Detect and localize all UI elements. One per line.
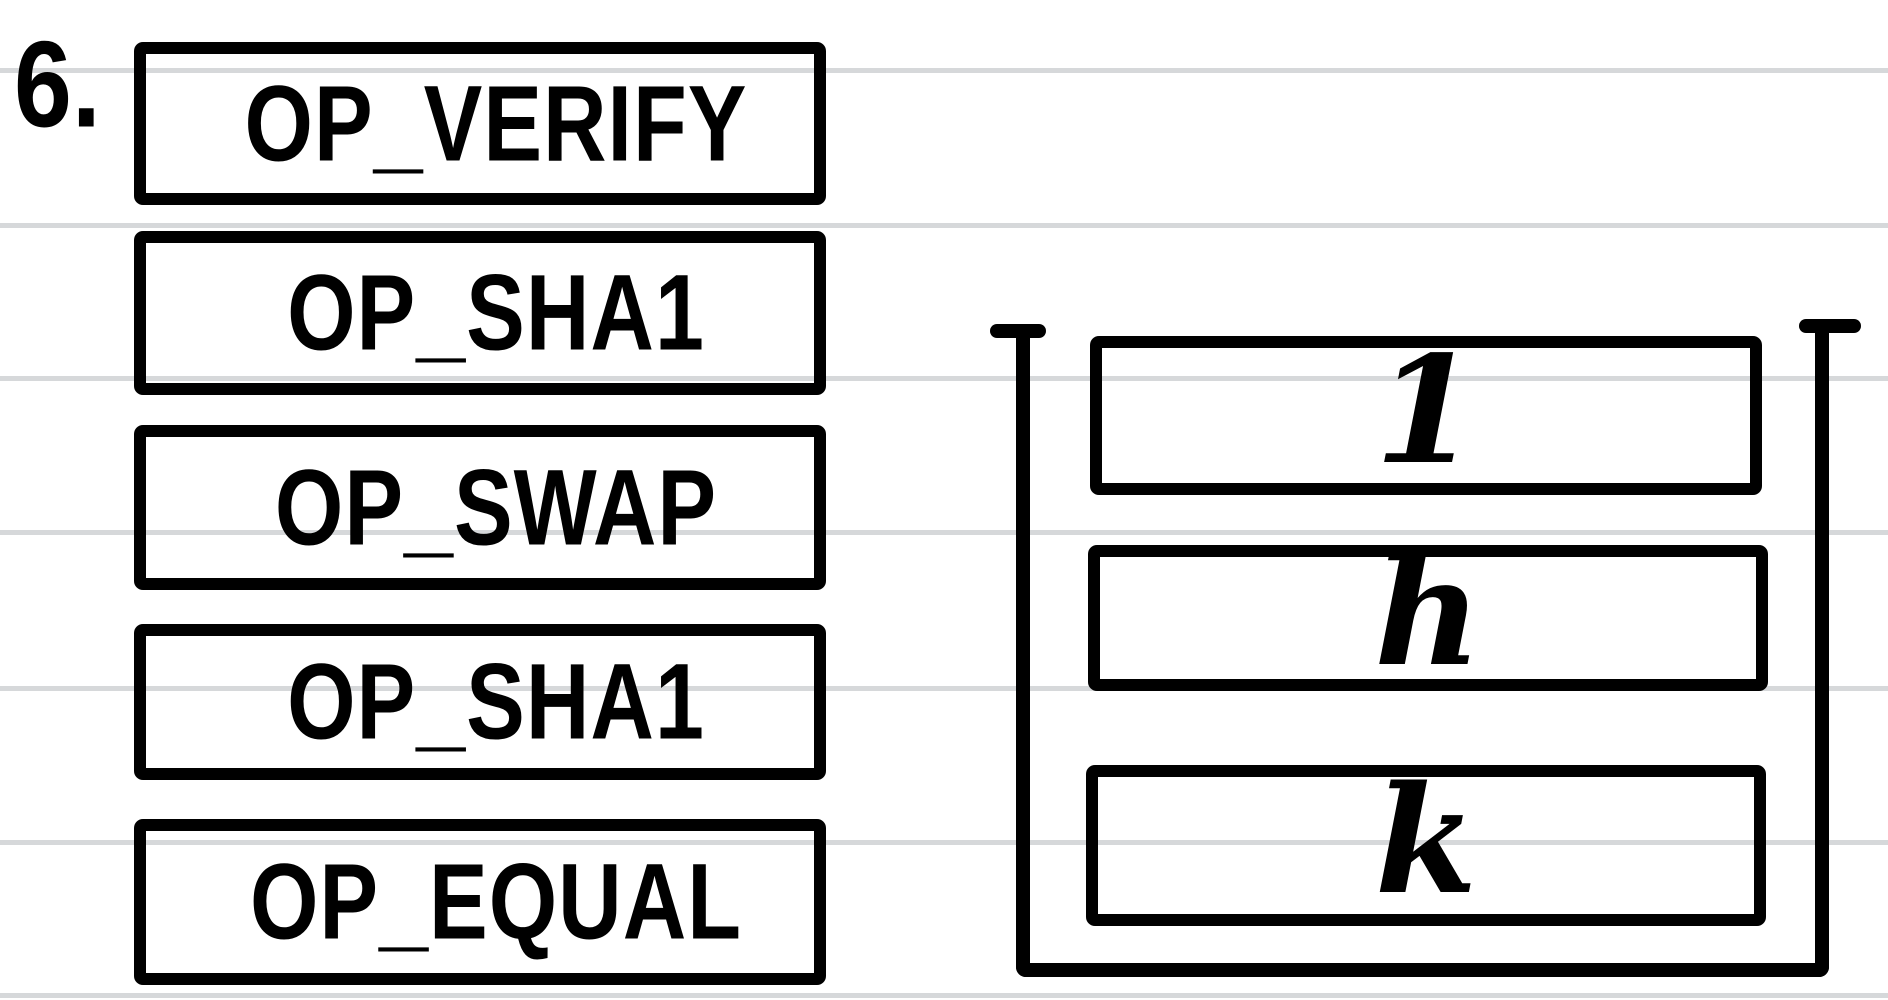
opcode-label: OP_VERIFY — [244, 62, 748, 184]
ruled-line — [0, 840, 1888, 845]
opcode-label: OP_SWAP — [274, 446, 718, 568]
opcode-box: OP_SHA1 — [134, 624, 826, 780]
ruled-line — [0, 376, 1888, 381]
stack-item-label: 1 — [1374, 322, 1478, 497]
ruled-line — [0, 223, 1888, 228]
stack-item-box: h — [1088, 538, 1768, 691]
opcode-box: OP_VERIFY — [134, 42, 826, 205]
opcode-box: OP_SWAP — [134, 425, 826, 590]
opcode-box: OP_EQUAL — [134, 819, 826, 985]
ruled-line — [0, 993, 1888, 998]
step-number: 6. — [14, 16, 101, 154]
stack-item-label: k — [1374, 752, 1478, 927]
ruled-line — [0, 530, 1888, 535]
stack-item-box: 1 — [1090, 336, 1762, 495]
stack-bracket — [990, 319, 1861, 977]
stack-bracket-left-tick — [990, 324, 1046, 338]
stack-item-label: h — [1374, 525, 1482, 699]
opcode-label: OP_EQUAL — [249, 841, 743, 962]
ruled-line — [0, 68, 1888, 73]
opcode-label: OP_SHA1 — [287, 252, 705, 373]
stack-bracket-right-tick — [1799, 319, 1861, 333]
stack-item-box: k — [1086, 765, 1766, 926]
ruled-line — [0, 686, 1888, 691]
opcode-label: OP_SHA1 — [287, 641, 705, 762]
opcode-box: OP_SHA1 — [134, 231, 826, 395]
